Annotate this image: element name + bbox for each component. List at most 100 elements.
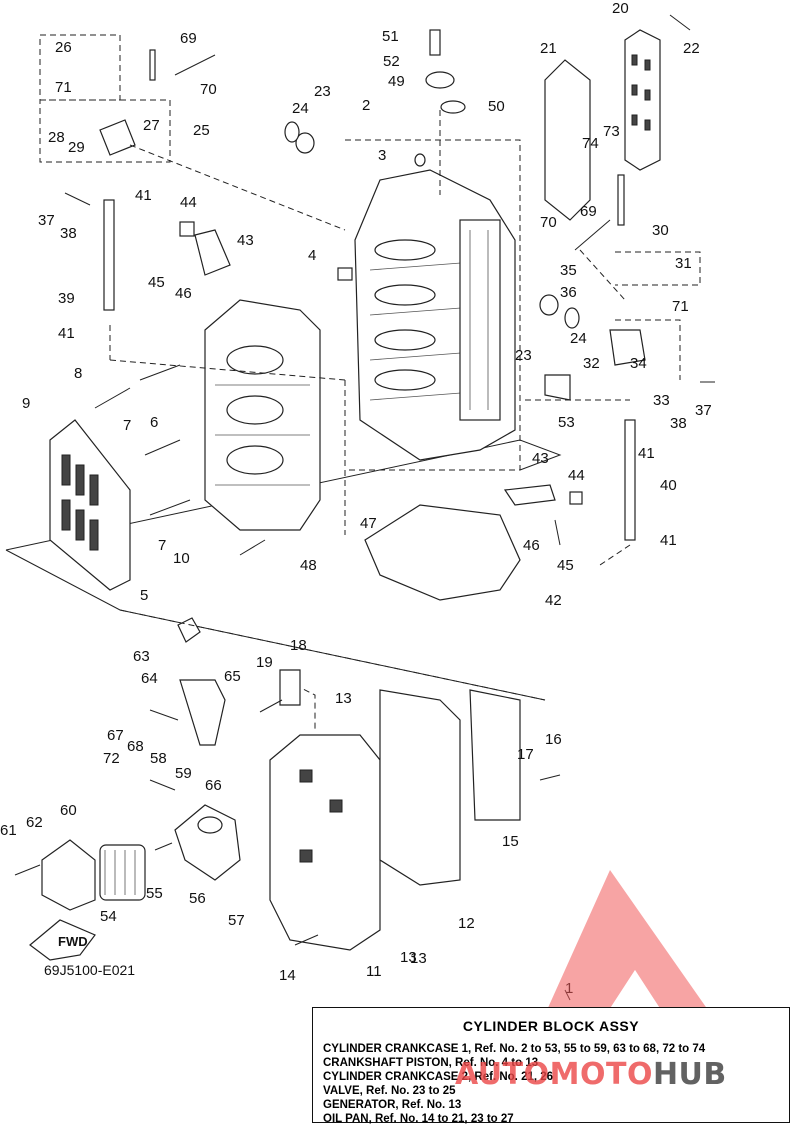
callout: 41: [660, 532, 677, 549]
callout: 17: [517, 746, 534, 763]
callout: 43: [237, 232, 254, 249]
bracket-43a: [194, 229, 231, 276]
cylinder-block: [354, 169, 516, 461]
callout: 41: [135, 187, 152, 204]
bolts: [14, 14, 715, 946]
info-box-lines: CYLINDER CRANKCASE 1, Ref. No. 2 to 53, …: [323, 1042, 705, 1126]
callout: 41: [638, 445, 655, 462]
callout: 61: [0, 822, 17, 839]
callout: 63: [133, 648, 150, 665]
callout: 70: [540, 214, 557, 231]
callout: 70: [200, 81, 217, 98]
callout: 13: [400, 949, 417, 966]
callout: 37: [38, 212, 55, 229]
valve-body-30: [609, 329, 646, 366]
info-line: CYLINDER CRANKCASE 1, Ref. No. 2 to 53, …: [323, 1043, 706, 1055]
callout: 16: [545, 731, 562, 748]
fwd-arrow-icon: FWD: [29, 919, 96, 961]
pipe-39: [103, 199, 115, 311]
callout: 20: [612, 0, 629, 17]
figure-code: 69J5100-E021: [44, 962, 136, 978]
elbow-65: [179, 679, 226, 746]
callout: 37: [695, 402, 712, 419]
callout: 55: [146, 885, 163, 902]
callout: 31: [675, 255, 692, 272]
pipe-40: [624, 419, 636, 541]
callout: 52: [383, 53, 400, 70]
callout: 72: [103, 750, 120, 767]
crankcase: [204, 299, 321, 531]
callout: 73: [603, 123, 620, 140]
callout: 13: [410, 950, 427, 967]
callout: 60: [60, 802, 77, 819]
oil-filter: [41, 804, 241, 911]
callout: 32: [583, 355, 600, 372]
callout: 29: [68, 139, 85, 156]
callout: 11: [366, 963, 382, 980]
callout: 28: [48, 129, 65, 146]
callout: 45: [557, 557, 574, 574]
callout: 42: [545, 592, 562, 609]
callout: 25: [193, 122, 210, 139]
callout-numbers: 1 2 3 4 5 6 7 7 8 9 10 11 12 13 13 13 14…: [0, 0, 712, 997]
group-frame-30: [615, 251, 701, 286]
info-line: VALVE, Ref. No. 23 to 25: [323, 1085, 456, 1097]
callout: 27: [143, 117, 160, 134]
callout: 41: [58, 325, 75, 342]
watermark-text-b: HUB: [652, 1057, 727, 1092]
info-box: CYLINDER BLOCK ASSY CYLINDER CRANKCASE 1…: [312, 1007, 790, 1126]
callout: 38: [60, 225, 77, 242]
callout: 71: [672, 298, 689, 315]
small-parts: [99, 29, 646, 746]
callout: 47: [360, 515, 377, 532]
callout: 40: [660, 477, 677, 494]
callout: 24: [570, 330, 587, 347]
callout: 8: [74, 365, 82, 382]
callout: 4: [308, 247, 316, 264]
group-frame-right: [615, 319, 681, 380]
clip-53: [544, 374, 571, 401]
callout: 23: [314, 83, 331, 100]
callout: 36: [560, 284, 577, 301]
callout: 19: [256, 654, 273, 671]
callout: 30: [652, 222, 669, 239]
callout: 48: [300, 557, 317, 574]
info-line: CYLINDER CRANKCASE 2, Ref. No. 21, 26: [323, 1071, 554, 1083]
callout: 26: [55, 39, 72, 56]
callout: 67: [107, 727, 124, 744]
callout: 69: [580, 203, 597, 220]
callout: 34: [630, 355, 647, 372]
callout: 51: [382, 28, 399, 45]
callout: 49: [388, 73, 405, 90]
callout: 45: [148, 274, 165, 291]
valve-body-25: [99, 119, 136, 156]
cap-63: [177, 617, 201, 643]
callout: 7: [123, 417, 131, 434]
callout: 44: [568, 467, 585, 484]
callout: 43: [532, 450, 549, 467]
watermark-text: AUTOMOTOHUB: [455, 1057, 727, 1092]
callout: 46: [175, 285, 192, 302]
callout: 24: [292, 100, 309, 117]
callout: 69: [180, 30, 197, 47]
fwd-label: FWD: [58, 934, 88, 949]
callout: 65: [224, 668, 241, 685]
callout: 74: [582, 135, 599, 152]
info-line: GENERATOR, Ref. No. 13: [323, 1099, 462, 1111]
callout: 38: [670, 415, 687, 432]
gasket-42: [364, 504, 521, 601]
callout: 53: [558, 414, 575, 431]
callout: 59: [175, 765, 192, 782]
callout: 35: [560, 262, 577, 279]
callout: 22: [683, 40, 700, 57]
callout: 56: [189, 890, 206, 907]
callout: 57: [228, 912, 245, 929]
callout: 14: [279, 967, 296, 984]
callout: 58: [150, 750, 167, 767]
group-frame-18: [294, 684, 316, 730]
callout: 66: [205, 777, 222, 794]
info-line: OIL PAN, Ref. No. 14 to 21, 23 to 27: [323, 1113, 514, 1125]
group-frame-26: [39, 34, 121, 101]
oil-pan: [269, 689, 521, 951]
